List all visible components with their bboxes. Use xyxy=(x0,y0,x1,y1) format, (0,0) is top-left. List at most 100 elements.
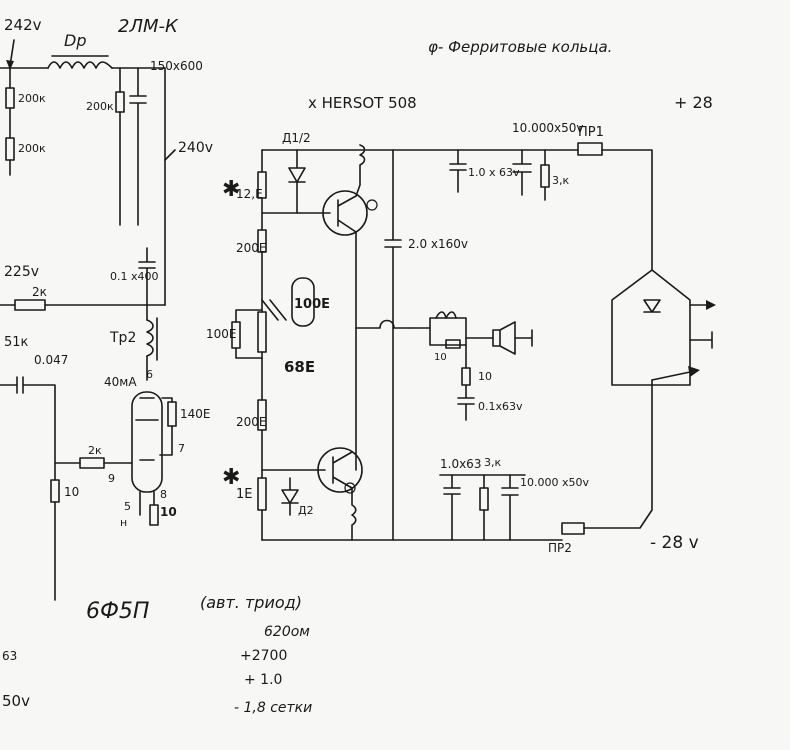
label-r100e-box: 100Е xyxy=(294,297,330,312)
label-ma40: 40мА xyxy=(104,375,137,389)
cap-01x400 xyxy=(138,247,156,306)
transistor-lower-leads xyxy=(332,451,353,489)
label-r10-mid: 10 xyxy=(478,370,492,383)
label-tube-2lmk: 2ЛМ-К xyxy=(118,16,179,37)
output-node-wire xyxy=(355,319,411,329)
resistor-200k-3 xyxy=(115,91,125,113)
tube-envelope xyxy=(131,391,163,493)
label-v225: 225v xyxy=(4,264,39,280)
label-minus28: - 28 v xyxy=(650,533,699,553)
transistor-upper-leads xyxy=(337,195,357,233)
label-d2: Д2 xyxy=(298,504,314,517)
label-cap-20x160v: 2.0 x160v xyxy=(408,237,468,251)
label-frag-63: 63 xyxy=(2,649,17,663)
negative-rail xyxy=(261,379,653,541)
resistor-200k-2 xyxy=(5,137,15,161)
cap-10x63v xyxy=(449,149,467,193)
label-cap-01x63v: 0.1x63v xyxy=(478,400,523,413)
tube-electrodes xyxy=(135,397,159,461)
label-speaker-coil: 10 xyxy=(434,352,447,363)
label-cap-01x400: 0.1 x400 xyxy=(110,270,159,283)
label-r2k-grid: 2к xyxy=(88,444,102,457)
speaker-icon xyxy=(492,321,516,355)
label-cap-10000x50v: 10.000x50v xyxy=(512,121,583,135)
label-ferrite-note: φ- Ферритовые кольца. xyxy=(428,38,612,56)
label-pin8: 8 xyxy=(160,488,167,501)
resistor-12e xyxy=(257,171,267,199)
cap-0047 xyxy=(0,376,56,481)
label-r3k-bottom: 3,к xyxy=(484,456,501,469)
label-r200e-top: 200Е xyxy=(236,241,267,255)
ac-output-wire xyxy=(651,371,691,381)
label-cap-150x600: 150x600 xyxy=(150,59,203,73)
label-r2k-top: 2к xyxy=(32,285,47,299)
resistor-10-left xyxy=(50,479,60,503)
asterisk-markers: ✱ ✱ xyxy=(222,177,240,490)
label-r12e: 12,Е xyxy=(236,187,263,201)
label-r3k-top: 3,к xyxy=(552,174,569,187)
label-cap-10x63-bottom: 1.0x63 xyxy=(440,457,481,471)
label-hersot: x HERSOT 508 xyxy=(308,94,417,112)
label-r200k-2: 200к xyxy=(18,142,46,155)
label-r200k-1: 200к xyxy=(18,92,46,105)
resistor-3k-bottom xyxy=(479,487,489,511)
speaker-ground xyxy=(514,329,533,347)
label-pin5: 5 xyxy=(124,500,131,513)
label-frag-50v: 50v xyxy=(2,692,30,710)
resistor-10-mid xyxy=(461,367,471,386)
fuse-pr2 xyxy=(561,522,585,535)
label-cap-10x63v: 1.0 x 63v xyxy=(468,166,520,179)
resistor-3k-top xyxy=(540,164,550,188)
asterisk-icon: ✱ xyxy=(222,177,240,202)
label-c0047: 0.047 xyxy=(34,353,68,367)
fuse-pr1 xyxy=(577,142,603,156)
resistor-200k-1 xyxy=(5,87,15,109)
label-tr2: Tр2 xyxy=(109,330,136,346)
label-plus28: + 28 xyxy=(674,93,713,112)
label-r10-left: 10 xyxy=(64,485,79,499)
resistor-68e xyxy=(257,311,267,353)
speaker-coil xyxy=(435,311,457,319)
choke-dr xyxy=(47,61,113,69)
transistor-icon xyxy=(317,447,363,493)
speaker-filter xyxy=(409,317,467,346)
cap-10x63-bottom xyxy=(443,474,461,541)
label-r1e: 1Е xyxy=(236,487,253,502)
arrow-icon xyxy=(688,366,700,377)
resistor-200e-bottom xyxy=(257,399,267,431)
resistor-2k-top xyxy=(14,299,46,311)
label-pr2: ПР2 xyxy=(548,541,572,555)
positive-rail xyxy=(261,149,653,271)
bridge-rectifier-icon xyxy=(611,269,691,386)
resistor-140e xyxy=(167,401,177,427)
cap-10000-bottom xyxy=(501,474,519,541)
diode-icon xyxy=(281,477,299,516)
transistor-icon xyxy=(322,190,368,236)
label-plus2700: +2700 xyxy=(240,648,287,664)
ferrite-coil-bottom xyxy=(351,487,357,541)
label-r10-tube: 10 xyxy=(160,505,177,519)
label-v242: 242v xyxy=(4,16,42,34)
trimmer-arrow xyxy=(261,299,287,321)
tube-supply-section xyxy=(0,39,177,601)
label-x10: + 1.0 xyxy=(244,672,282,688)
tube-cathode-wire xyxy=(159,397,173,456)
label-dr: Dр xyxy=(64,31,86,50)
label-r51k: 51к xyxy=(4,335,29,350)
label-v240: 240v xyxy=(178,140,213,156)
ground-icon xyxy=(689,331,713,349)
label-r200k-3: 200к xyxy=(86,100,114,113)
arrow-icon xyxy=(6,60,14,70)
label-triode-note: (авт. триод) xyxy=(200,593,302,612)
cap-150x600 xyxy=(129,67,147,226)
label-pin9: 9 xyxy=(108,472,115,485)
label-cap-10000-bottom: 10.000 x50v xyxy=(520,476,589,489)
resistor-100e-box xyxy=(291,277,315,327)
label-r68e: 68Е xyxy=(284,358,315,376)
zobel-network xyxy=(457,344,475,421)
label-pr1: ПР1 xyxy=(578,125,604,140)
phi-ferrite-icon xyxy=(366,199,378,211)
cap-10000x50v xyxy=(512,149,532,196)
transformer-tr2 xyxy=(146,319,154,357)
diode-icon xyxy=(288,149,306,214)
